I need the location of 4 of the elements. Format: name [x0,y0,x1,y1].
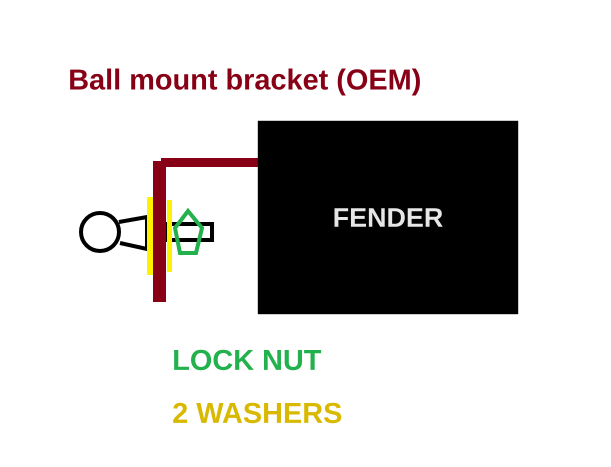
part-label: Ball mount bracket (OEM) [70,68,420,96]
part-label: 2 WASHERS [173,402,342,424]
part-label: LOCK NUT [174,350,322,370]
fender-box: FENDER [258,120,518,314]
